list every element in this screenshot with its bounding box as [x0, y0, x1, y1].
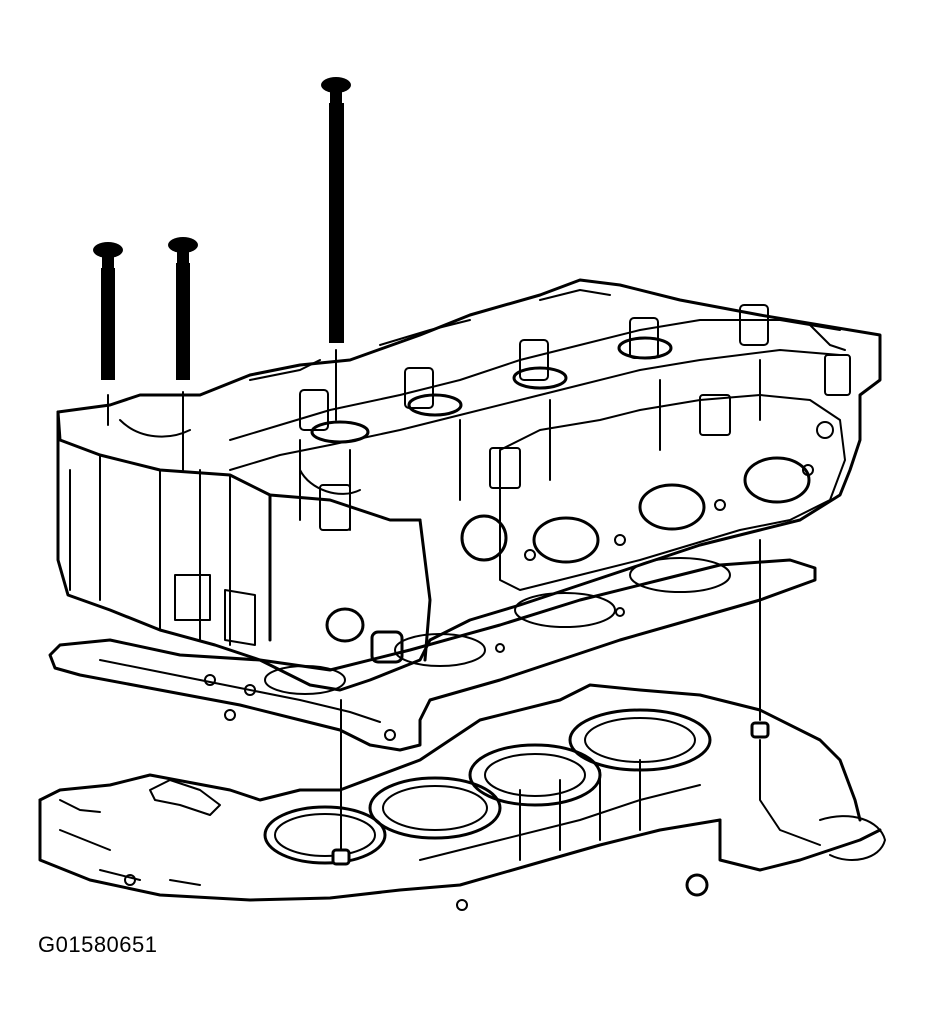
camshaft-area: [119, 289, 851, 664]
cylinder-head-bolt-long: [321, 77, 351, 421]
locating-dowel-pin-left: [331, 848, 351, 866]
alignment-lines: [340, 539, 761, 851]
cylinder-head-gasket: [48, 557, 817, 752]
cylinder-bores: [263, 708, 712, 865]
exhaust-ports: [499, 394, 846, 591]
locating-dowel-pin-right: [750, 721, 770, 739]
cylinder-head-bolt-middle: [168, 237, 198, 471]
cylinder-head-bolt-left: [93, 242, 123, 426]
figure-id: G01580651: [38, 932, 158, 957]
engine-block: [38, 683, 886, 911]
cylinder-head: [56, 278, 882, 692]
